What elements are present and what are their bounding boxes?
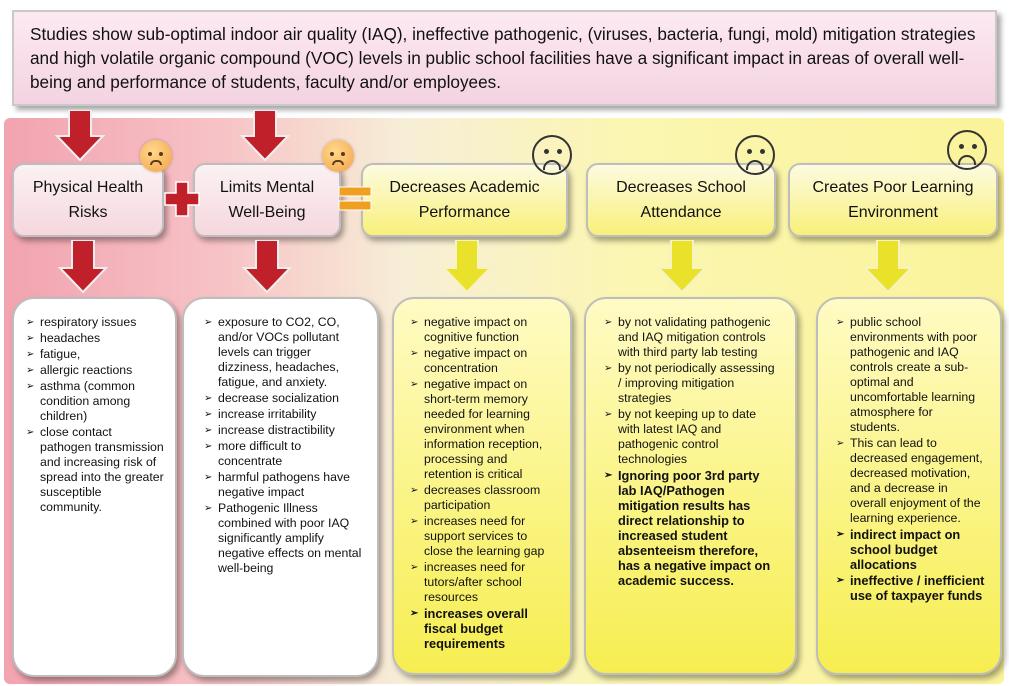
equals-icon	[338, 186, 372, 211]
panel-list: public school environments with poor pat…	[836, 315, 986, 603]
list-item: decrease socialization	[204, 391, 363, 406]
list-item: fatigue,	[26, 347, 165, 362]
list-item: indirect impact on school budget allocat…	[836, 527, 986, 572]
arrow-academic-down	[442, 240, 492, 294]
arrow-physical-down	[58, 240, 108, 294]
panel-list: by not validating pathogenic and IAQ mit…	[604, 315, 781, 588]
list-item: Ignoring poor 3rd party lab IAQ/Pathogen…	[604, 468, 781, 588]
arrow-environment-down	[863, 240, 913, 294]
arrow-attendance-down	[657, 240, 707, 294]
list-item: exposure to CO2, CO, and/or VOCs polluta…	[204, 315, 363, 390]
arrow-mental-down	[242, 240, 292, 294]
list-item: asthma (common condition among children)	[26, 379, 165, 424]
panel-creates-poor-learning-environment: public school environments with poor pat…	[816, 297, 1002, 675]
panel-decreases-school-attendance: by not validating pathogenic and IAQ mit…	[584, 297, 797, 675]
arrow-banner-to-physical	[55, 110, 105, 162]
list-item: increase distractibility	[204, 423, 363, 438]
plus-icon	[164, 181, 200, 217]
list-item: decreases classroom participation	[410, 483, 558, 513]
list-item: negative impact on concentration	[410, 346, 558, 376]
header-creates-poor-learning-environment: Creates Poor Learning Environment	[788, 163, 998, 237]
panel-limits-mental-well-being: exposure to CO2, CO, and/or VOCs polluta…	[182, 297, 379, 677]
list-item: negative impact on short-term memory nee…	[410, 377, 558, 482]
sad-face-icon	[735, 135, 775, 175]
list-item: This can lead to decreased engagement, d…	[836, 436, 986, 526]
header-physical-health-risks: Physical Health Risks	[12, 163, 164, 237]
list-item: public school environments with poor pat…	[836, 315, 986, 435]
list-item: respiratory issues	[26, 315, 165, 330]
list-item: increase irritability	[204, 407, 363, 422]
panel-physical-health-risks: respiratory issues headaches fatigue, al…	[12, 297, 177, 677]
list-item: by not periodically assessing / improvin…	[604, 361, 781, 406]
panel-decreases-academic-performance: negative impact on cognitive function ne…	[392, 297, 572, 675]
panel-list: respiratory issues headaches fatigue, al…	[26, 315, 165, 515]
arrow-banner-to-mental	[240, 110, 290, 162]
panel-list: exposure to CO2, CO, and/or VOCs polluta…	[204, 315, 363, 576]
list-item: Pathogenic Illness combined with poor IA…	[204, 501, 363, 576]
list-item: increases need for support services to c…	[410, 514, 558, 559]
sad-face-icon	[947, 130, 987, 170]
list-item: close contact pathogen transmission and …	[26, 425, 165, 515]
header-decreases-school-attendance: Decreases School Attendance	[586, 163, 776, 237]
list-item: by not validating pathogenic and IAQ mit…	[604, 315, 781, 360]
list-item: more difficult to concentrate	[204, 439, 363, 469]
list-item: headaches	[26, 331, 165, 346]
list-item: negative impact on cognitive function	[410, 315, 558, 345]
list-item: by not keeping up to date with latest IA…	[604, 407, 781, 467]
list-item: ineffective / inefficient use of taxpaye…	[836, 573, 986, 603]
list-item: increases need for tutors/after school r…	[410, 560, 558, 605]
sick-face-icon	[140, 140, 172, 172]
banner-statement: Studies show sub-optimal indoor air qual…	[12, 10, 997, 106]
list-item: harmful pathogens have negative impact	[204, 470, 363, 500]
header-limits-mental-well-being: Limits Mental Well-Being	[193, 163, 341, 237]
list-item: increases overall fiscal budget requirem…	[410, 606, 558, 651]
list-item: allergic reactions	[26, 363, 165, 378]
sad-face-icon	[532, 135, 572, 175]
header-decreases-academic-performance: Decreases Academic Performance	[361, 163, 568, 237]
worried-face-icon	[322, 140, 354, 172]
panel-list: negative impact on cognitive function ne…	[410, 315, 558, 651]
